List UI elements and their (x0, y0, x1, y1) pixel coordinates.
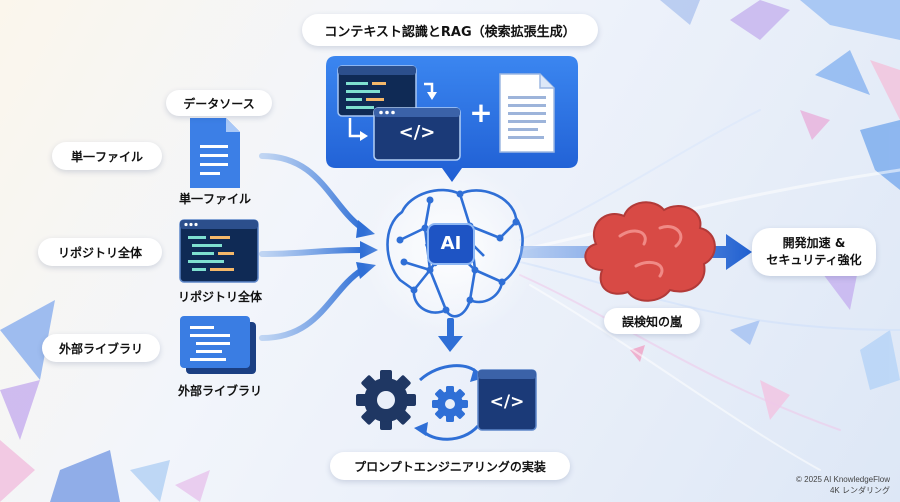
prompt-engineering-label: プロンプトエンジニアリングの実装 (330, 452, 570, 480)
storm-label: 誤検知の嵐 (604, 308, 700, 334)
render-text: 4K レンダリング (829, 486, 890, 495)
source-pill-single-file: 単一ファイル (52, 142, 162, 170)
input-arrows (259, 153, 365, 341)
source-pill-repository: リポジトリ全体 (38, 238, 162, 266)
rag-callout (326, 56, 578, 182)
copyright-note: © 2025 AI KnowledgeFlow 4K レンダリング (796, 474, 890, 496)
arrow-from-library (259, 267, 365, 341)
source-pill-library: 外部ライブラリ (42, 334, 160, 362)
result-line-1: 開発加速 & (782, 236, 846, 250)
small-gear-icon (432, 386, 468, 422)
source-caption-repository: リポジトリ全体 (177, 290, 262, 304)
large-gear-icon (356, 370, 416, 430)
library-icon (180, 316, 256, 374)
ai-chip (427, 223, 475, 265)
rag-code-symbol: </> (398, 122, 436, 143)
result-line-2: セキュリティ強化 (766, 253, 862, 267)
result-pill: 開発加速 & セキュリティ強化 (752, 228, 876, 276)
source-caption-library: 外部ライブラリ (177, 384, 262, 398)
rag-plus-sign: + (469, 96, 493, 129)
code-brackets-icon (477, 369, 537, 431)
down-arrow (438, 318, 463, 352)
code-window-icon (179, 219, 259, 283)
ai-label: AI (440, 233, 462, 254)
arrow-from-repository (259, 247, 365, 257)
arrow-from-single-file (259, 153, 365, 231)
source-caption-single-file: 単一ファイル (178, 192, 251, 206)
document-icon (190, 118, 240, 188)
data-sources-title: データソース (166, 90, 272, 116)
copyright-text: © 2025 AI KnowledgeFlow (796, 475, 890, 484)
rag-title: コンテキスト認識とRAG（検索拡張生成） (302, 14, 598, 46)
storm-cloud-icon (584, 201, 716, 302)
prompt-code-symbol: </> (489, 392, 525, 412)
